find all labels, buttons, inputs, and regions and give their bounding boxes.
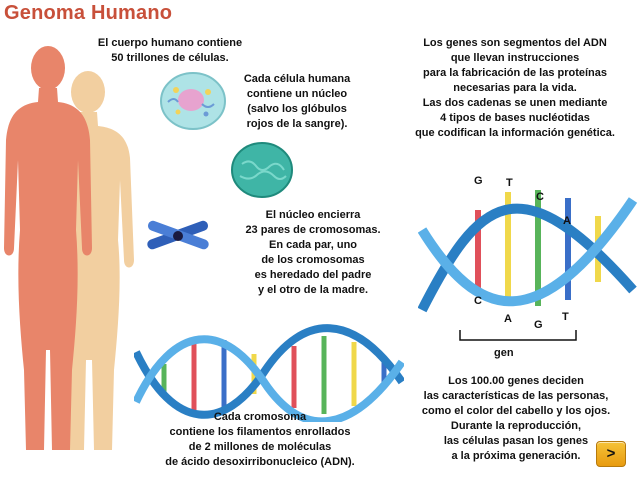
dna-strand-2 xyxy=(418,197,638,307)
page-title: Genoma Humano xyxy=(4,2,173,24)
genes-inheritance-text: Los 100.00 genes deciden las característ… xyxy=(421,375,611,462)
gene-label: gen xyxy=(494,347,514,359)
genes-dna-text: Los genes son segmentos del ADN que llev… xyxy=(415,37,615,139)
nucleus-illustration xyxy=(231,142,293,198)
cell-nucleus-text: Cada célula humana contiene un núcleo (s… xyxy=(243,73,351,130)
base-label-g-bottom: G xyxy=(534,319,543,330)
cell-illustration xyxy=(160,72,226,130)
base-label-t-top: T xyxy=(506,177,513,189)
chromosome-illustration xyxy=(147,220,209,250)
body-front-silhouette xyxy=(4,46,92,450)
human-bodies-illustration xyxy=(4,46,134,450)
base-label-c-bottom: C xyxy=(474,295,482,307)
dna-helix-illustration xyxy=(134,324,404,422)
chromosome-dna-text: Cada cromosoma contiene los filamentos e… xyxy=(165,411,355,468)
base-label-c-top: C xyxy=(536,191,544,203)
base-label-g-top: G xyxy=(474,175,483,187)
body-cells-text: El cuerpo humano contiene 50 trillones d… xyxy=(97,37,243,64)
base-label-t-bottom: T xyxy=(562,311,569,323)
nucleus-chromosomes-text: El núcleo encierra 23 pares de cromosoma… xyxy=(245,209,381,296)
next-button[interactable]: > xyxy=(596,441,626,467)
gene-bracket xyxy=(459,330,577,341)
base-label-a-right: A xyxy=(563,215,571,227)
base-label-a-bottom: A xyxy=(504,313,512,325)
dna-gene-illustration: G T C A C A G T xyxy=(418,175,638,330)
